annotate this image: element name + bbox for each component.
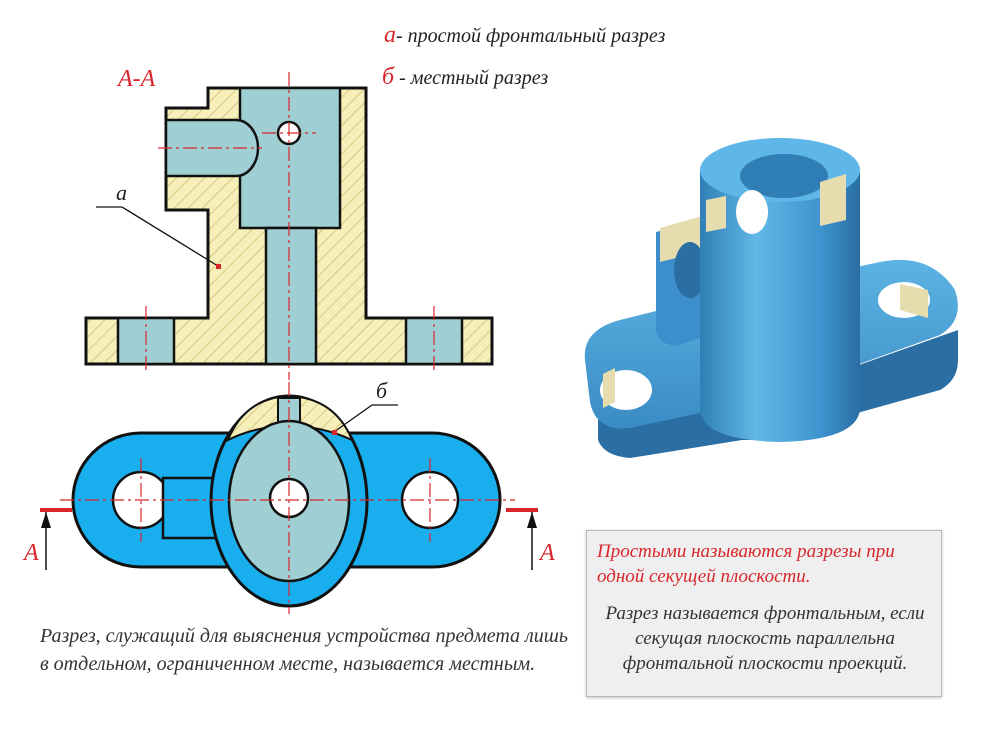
front-section-view (84, 72, 494, 380)
legend-line-b: б - местный разрез (382, 64, 548, 91)
model-base-hole-left-cut (603, 368, 615, 408)
callout-b-label: б (376, 378, 388, 403)
model-cylinder-bore (740, 154, 828, 198)
callout-a-label: а (116, 180, 127, 205)
legend-a-letter: а (384, 22, 396, 48)
cutting-plane-left (40, 508, 72, 570)
callout-a-dot (216, 264, 221, 269)
callout-a-line (121, 206, 219, 267)
definition-simple: Простыми называются разрезы при одной се… (597, 541, 895, 587)
definition-frontal: Разрез называется фронтальным, если секу… (605, 603, 925, 674)
callout-b-line (333, 404, 373, 433)
legend-b-text: - местный разрез (394, 67, 549, 89)
model-cross-hole (736, 190, 768, 234)
legend-line-a: а- простой фронтальный разрез (384, 22, 665, 49)
model-cylinder-body (700, 170, 860, 442)
caption-local-section: Разрез, служащий для выяснения устройств… (40, 625, 568, 675)
legend-a-text: - простой фронтальный разрез (396, 25, 666, 47)
callout-b-dot (332, 430, 337, 435)
top-axis-lines (60, 382, 515, 614)
model-base-hole-right-cut (900, 284, 928, 318)
cutting-plane-label-right: А (540, 540, 555, 566)
side-boss (161, 476, 219, 540)
front-axis-lines (145, 72, 435, 380)
model-cylinder-cut-2 (706, 196, 726, 232)
bore-lower (264, 226, 318, 366)
cutting-plane-right (506, 508, 538, 570)
legend-b-letter: б (382, 64, 395, 90)
cutting-plane-label-left: А (24, 540, 39, 566)
top-view (60, 382, 515, 614)
definition-box: Простыми называются разрезы при одной се… (586, 530, 942, 697)
isometric-model (584, 138, 958, 458)
section-label: А-А (118, 66, 156, 92)
model-side-boss-hole (674, 242, 706, 298)
model-cylinder-cut (820, 174, 846, 226)
